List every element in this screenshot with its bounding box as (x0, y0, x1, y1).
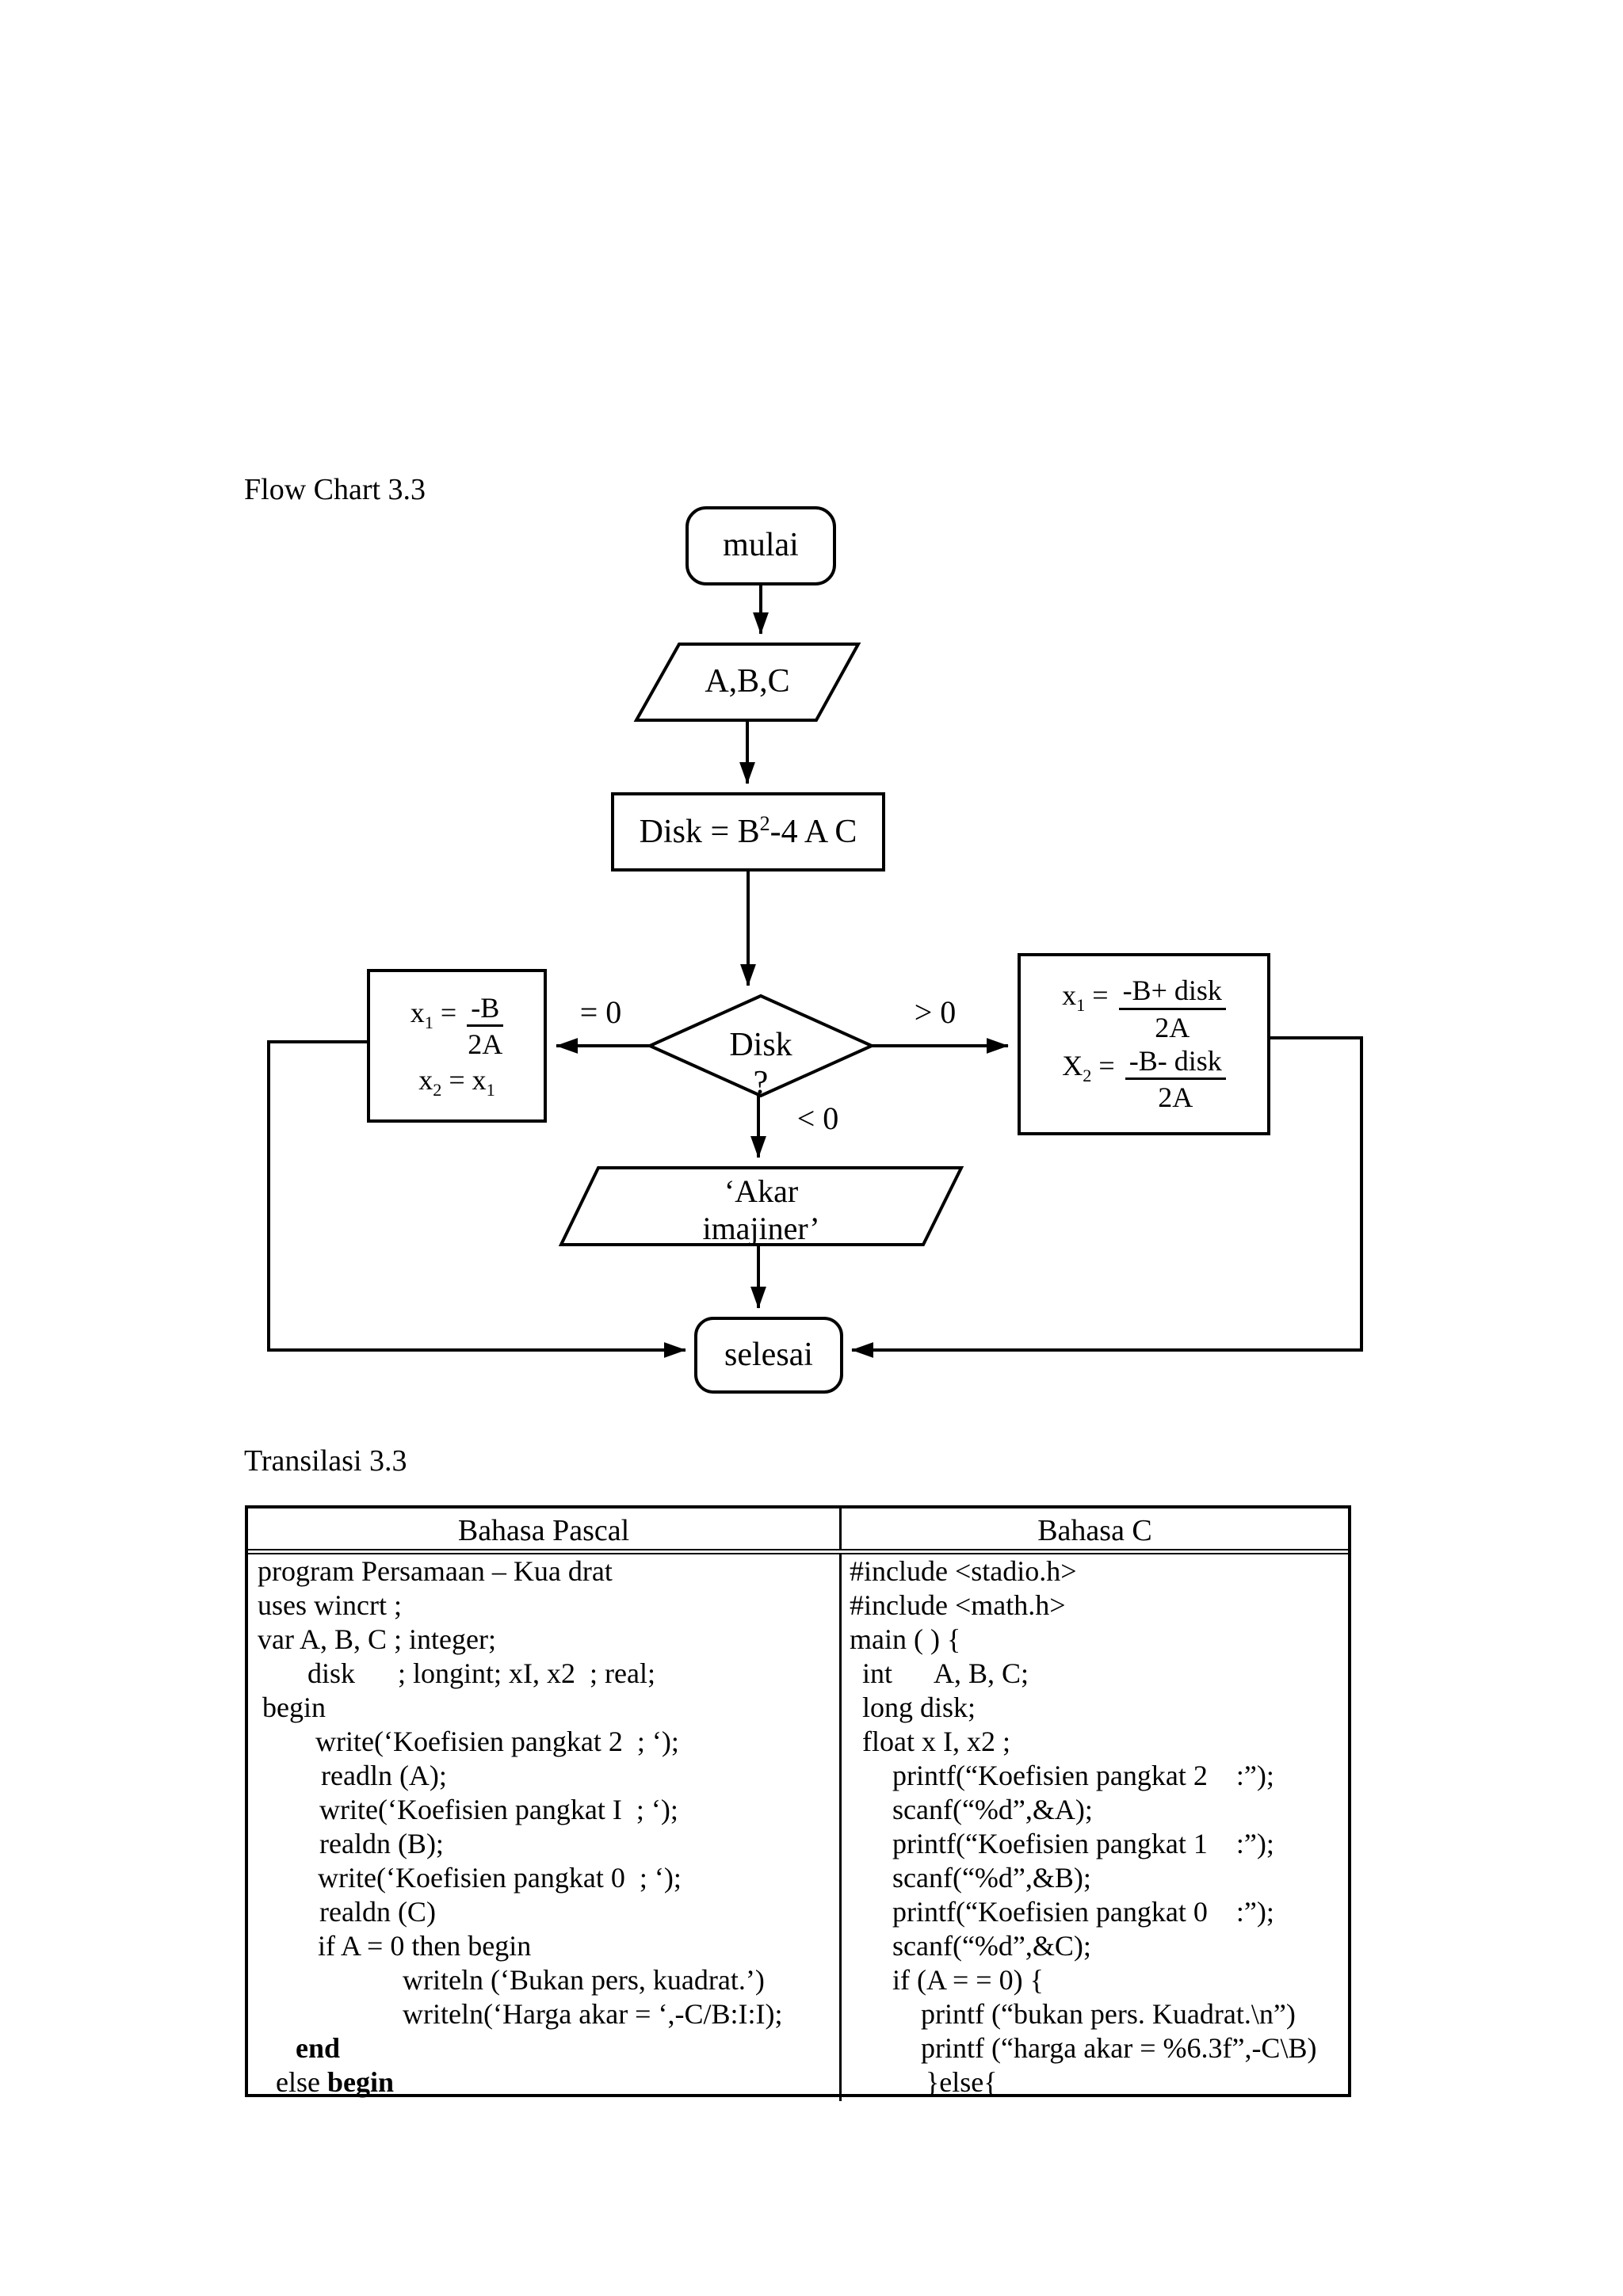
table-header-pascal: Bahasa Pascal (457, 1514, 630, 1547)
pascal-code-line: program Persamaan – Kua drat (258, 1555, 613, 1587)
table-title: Transilasi 3.3 (244, 1444, 407, 1478)
branch-label-less-zero: < 0 (796, 1100, 839, 1136)
process-node: Disk = B2-4 A C (613, 794, 884, 870)
pascal-code-line: writeln(‘Harga akar = ‘,-C/B:I:I); (403, 1998, 783, 2030)
c-code-line: scanf(“%d”,&C); (892, 1930, 1091, 1962)
c-code-line: printf (“harga akar = %6.3f”,-C\B) (921, 2032, 1317, 2064)
input-node: A,B,C (705, 663, 790, 700)
output-line1: ‘Akar (724, 1173, 799, 1209)
c-code-line: if (A = = 0) { (892, 1964, 1044, 1996)
c-code-line: printf(“Koefisien pangkat 1 :”); (892, 1828, 1274, 1859)
pascal-code-line: if A = 0 then begin (318, 1930, 532, 1962)
c-code-line: printf (“bukan pers. Kuadrat.\n”) (921, 1998, 1296, 2030)
c-code-line: scanf(“%d”,&A); (892, 1794, 1093, 1825)
pascal-code-line: begin (262, 1691, 326, 1723)
c-code-line: scanf(“%d”,&B); (892, 1862, 1091, 1894)
pascal-code-line: else begin (276, 2066, 394, 2098)
right-result-rect-shape (1018, 953, 1270, 1135)
branch-label-equal-zero: = 0 (579, 994, 622, 1030)
table-header-c: Bahasa C (839, 1508, 1348, 1549)
pascal-code-line: readln (A); (321, 1760, 447, 1791)
branch-label-greater-zero: > 0 (914, 994, 957, 1030)
output-line2: imajiner’ (702, 1211, 820, 1246)
c-code-line: #include <math.h> (850, 1589, 1066, 1621)
c-code-line: int A, B, C; (862, 1657, 1029, 1689)
pascal-code-line: write(‘Koefisien pangkat I ; ‘); (319, 1794, 678, 1825)
end-terminator-shape (694, 1317, 843, 1394)
c-code-line: float x I, x2 ; (862, 1726, 1010, 1757)
table-header-row: Bahasa Pascal Bahasa C (248, 1508, 1348, 1554)
decision-diamond-shape (646, 994, 876, 1098)
pascal-code-line: disk ; longint; xI, x2 ; real; (307, 1657, 655, 1689)
c-code-line: main ( ) { (850, 1623, 961, 1655)
pascal-code-line: write(‘Koefisien pangkat 0 ; ‘); (318, 1862, 682, 1894)
left-formula-x2: x2 = x1 (418, 1063, 495, 1100)
c-code-line: #include <stadio.h> (850, 1555, 1077, 1587)
pascal-code-line: realdn (C) (319, 1896, 436, 1928)
output-parallelogram-shape (558, 1166, 964, 1246)
left-result-rect-shape (367, 969, 547, 1123)
c-code-column: #include <stadio.h>#include <math.h>main… (839, 1554, 1348, 2101)
start-node: mulai (723, 527, 799, 564)
c-code-line: long disk; (862, 1691, 976, 1723)
pascal-code-line: write(‘Koefisien pangkat 2 ; ‘); (315, 1726, 679, 1757)
pascal-code-line: var A, B, C ; integer; (258, 1623, 496, 1655)
c-code-line: }else{ (926, 2066, 998, 2098)
pascal-code-line: end (296, 2032, 341, 2064)
process-formula: Disk = B2-4 A C (639, 812, 857, 851)
input-parallelogram-shape (633, 643, 861, 722)
flowchart-title: Flow Chart 3.3 (244, 473, 426, 506)
decision-question-mark: ? (753, 1065, 769, 1101)
c-code-line: printf(“Koefisien pangkat 2 :”); (892, 1760, 1274, 1791)
pascal-code-line: writeln (‘Bukan pers, kuadrat.’) (403, 1964, 765, 1996)
pascal-code-line: uses wincrt ; (258, 1589, 402, 1621)
decision-node-text: Disk (729, 1027, 792, 1063)
translation-table: Bahasa Pascal Bahasa C program Persamaan… (245, 1505, 1351, 2101)
pascal-code-line: realdn (B); (319, 1828, 444, 1859)
output-node: ‘Akar imajiner’ (561, 1173, 961, 1247)
end-node: selesai (724, 1336, 813, 1373)
c-code-line: printf(“Koefisien pangkat 0 :”); (892, 1896, 1274, 1928)
